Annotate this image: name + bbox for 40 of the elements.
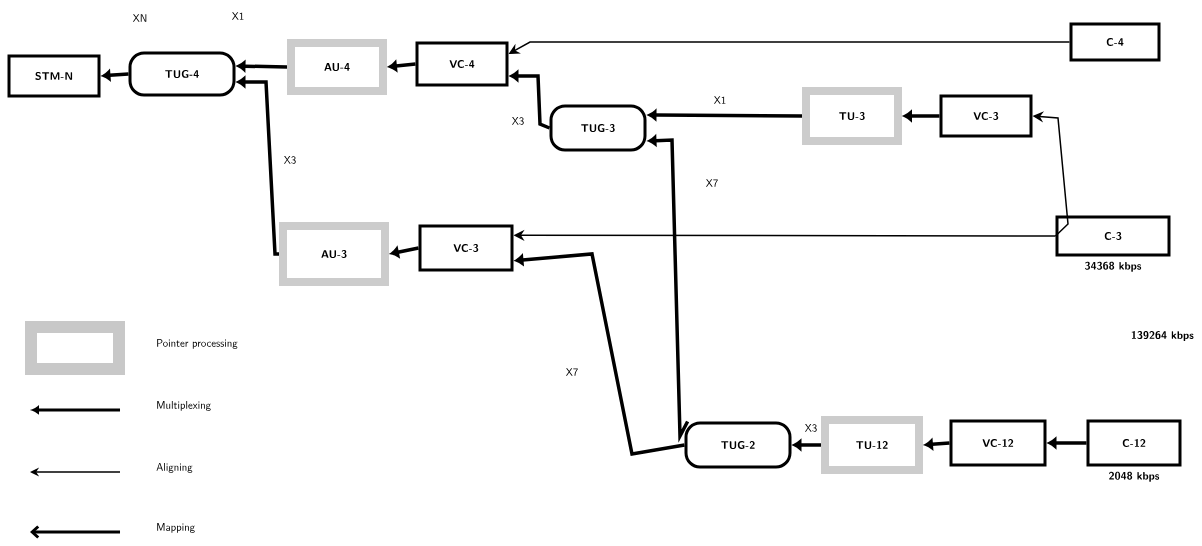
legend-label: Pointer processing <box>157 339 238 349</box>
arrow <box>1047 437 1087 449</box>
legend-label: Aligning <box>156 463 193 473</box>
arrow <box>903 110 940 122</box>
process-box: VC-3 <box>939 94 1033 138</box>
edge-label: X3 <box>510 116 526 126</box>
arrow <box>509 70 551 130</box>
arrow <box>390 246 419 258</box>
rate-label: 34368 kbps <box>1085 261 1142 272</box>
arrow <box>236 76 279 256</box>
edge-label: X1 <box>712 95 728 105</box>
process-box: C-3 <box>1055 215 1171 257</box>
edge-label: XN <box>131 13 149 23</box>
arrow <box>647 109 802 121</box>
pointer-box: AU-3 <box>279 222 389 286</box>
pointer-box: TU-12 <box>821 416 923 474</box>
arrow <box>236 60 288 72</box>
edge-label: X7 <box>704 178 720 188</box>
process-box: VC-4 <box>415 41 509 87</box>
legend-label: Multiplexing <box>157 401 211 411</box>
arrow <box>792 439 821 451</box>
process-box: C-4 <box>1069 22 1161 62</box>
process-box: C-12 <box>1086 419 1182 467</box>
arrow <box>388 60 416 72</box>
edge-label: X3 <box>282 155 298 165</box>
arrow <box>514 252 685 456</box>
process-box: VC-12 <box>949 419 1047 467</box>
process-box: VC-3 <box>418 224 514 272</box>
edge-label: X1 <box>230 11 246 21</box>
pointer-box: AU-4 <box>287 39 387 95</box>
arrow <box>924 438 950 450</box>
arrow <box>647 135 690 443</box>
edge-label: X3 <box>803 423 819 433</box>
legend-label: Mapping <box>157 523 195 533</box>
rate-label: 2048 kbps <box>1109 471 1160 482</box>
process-box: STM-N <box>7 54 101 98</box>
pointer-box: TU-3 <box>802 87 902 145</box>
rate-label: 139264 kbps <box>1131 331 1194 341</box>
edge-label: X7 <box>564 367 580 377</box>
arrow <box>101 69 129 81</box>
